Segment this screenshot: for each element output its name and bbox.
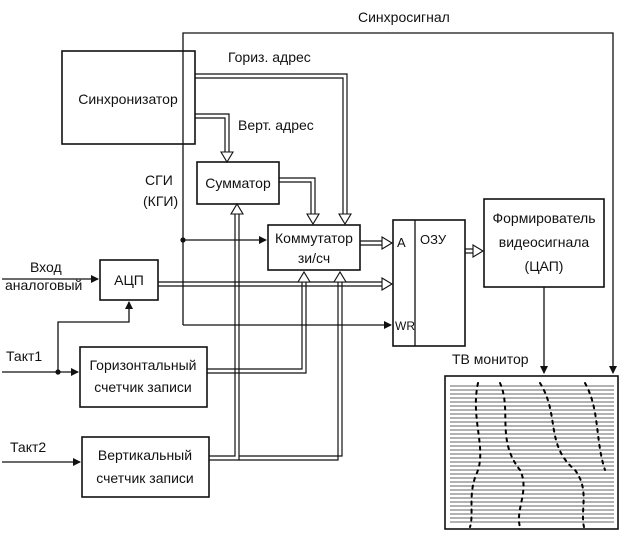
vertical-counter-label-line2: счетчик записи xyxy=(96,470,193,486)
dac-label-line1: Формирователь xyxy=(492,210,595,226)
horizontal-counter-label-line2: счетчик записи xyxy=(94,379,191,395)
dac-label-line2: видеосигнала xyxy=(499,234,590,250)
horizontal-counter-label-line1: Горизонтальный xyxy=(90,357,197,373)
ram-block: A ОЗУ WR xyxy=(393,220,465,346)
clock2-label: Такт2 xyxy=(10,439,46,455)
sync-signal-label: Синхросигнал xyxy=(358,9,450,25)
horizontal-counter-block: Горизонтальный счетчик записи xyxy=(80,347,207,407)
vertical-counter-label-line1: Вертикальный xyxy=(98,447,192,463)
kgi-label: (КГИ) xyxy=(143,193,178,209)
switch-block: Коммутатор зи/сч xyxy=(268,225,360,270)
dac-block: Формирователь видеосигнала (ЦАП) xyxy=(484,199,604,287)
synchronizer-label: Синхронизатор xyxy=(78,91,178,107)
monitor-label: ТВ монитор xyxy=(452,351,529,367)
adder-block: Сумматор xyxy=(197,162,279,204)
switch-label-line2: зи/сч xyxy=(298,250,330,266)
tv-monitor-screen xyxy=(445,376,618,529)
synchronizer-block: Синхронизатор xyxy=(62,51,195,144)
ram-label: ОЗУ xyxy=(420,232,447,247)
sgi-label: СГИ xyxy=(145,172,173,188)
analog-input-label-line1: Вход xyxy=(30,259,62,275)
adc-block: АЦП xyxy=(100,260,158,300)
dac-label-line3: (ЦАП) xyxy=(525,258,564,274)
adc-label: АЦП xyxy=(114,272,144,288)
adder-label: Сумматор xyxy=(205,175,271,191)
switch-label-line1: Коммутатор xyxy=(275,230,353,246)
horiz-address-label: Гориз. адрес xyxy=(228,49,311,65)
vertical-counter-block: Вертикальный счетчик записи xyxy=(82,437,209,497)
ram-port-a: A xyxy=(397,235,406,250)
ram-port-wr: WR xyxy=(395,319,415,333)
clock1-label: Такт1 xyxy=(6,348,42,364)
vert-address-label: Верт. адрес xyxy=(238,117,314,133)
